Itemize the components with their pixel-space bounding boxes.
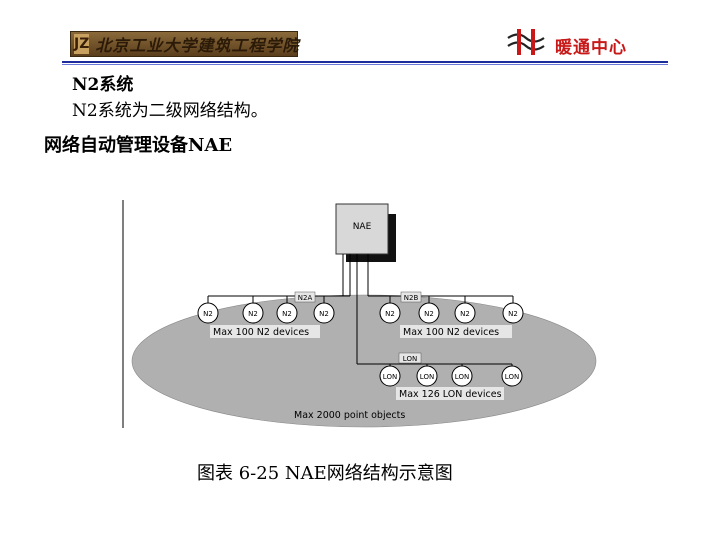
- slide-subtitle: 网络自动管理设备NAE: [44, 135, 233, 156]
- svg-text:N2: N2: [282, 310, 292, 318]
- school-name: 北京工业大学建筑工程学院: [95, 36, 300, 55]
- n2-node-right-1: N2: [379, 302, 401, 324]
- dept-label: 暖通中心: [555, 38, 627, 58]
- nae-network-diagram: NAE N2A N2B LON N2 N2 N2 N2: [122, 200, 597, 428]
- bus-label-n2b: N2B: [404, 294, 419, 302]
- svg-text:LON: LON: [420, 373, 434, 381]
- lon-node-1: LON: [379, 365, 401, 387]
- svg-text:N2: N2: [385, 310, 395, 318]
- n2-node-right-4: N2: [502, 302, 524, 324]
- n2-node-right-2: N2: [418, 302, 440, 324]
- svg-text:LON: LON: [383, 373, 397, 381]
- n2-node-left-4: N2: [313, 302, 335, 324]
- slide-header: JZ 北京工业大学建筑工程学院 暖通中心: [0, 0, 720, 70]
- slide-description: N2系统为二级网络结构。: [72, 101, 268, 121]
- caption-right-n2: Max 100 N2 devices: [403, 327, 499, 338]
- nae-box: [335, 203, 389, 255]
- hvac-center-icon: [507, 29, 545, 55]
- lon-node-4: LON: [501, 365, 523, 387]
- svg-text:N2: N2: [460, 310, 470, 318]
- svg-text:N2: N2: [203, 310, 213, 318]
- n2-node-left-3: N2: [276, 302, 298, 324]
- header-rule-thin: [62, 64, 668, 65]
- svg-text:N2: N2: [248, 310, 258, 318]
- svg-text:LON: LON: [505, 373, 519, 381]
- n2-node-left-1: N2: [197, 302, 219, 324]
- slide-title: N2系统: [72, 75, 134, 95]
- n2-node-right-3: N2: [454, 302, 476, 324]
- school-logo: JZ 北京工业大学建筑工程学院: [70, 31, 298, 57]
- nae-label: NAE: [353, 222, 372, 232]
- caption-left-n2: Max 100 N2 devices: [213, 327, 309, 338]
- bus-label-lon: LON: [403, 355, 417, 363]
- svg-text:LON: LON: [455, 373, 469, 381]
- caption-total: Max 2000 point objects: [294, 410, 405, 421]
- caption-lon: Max 126 LON devices: [399, 389, 502, 400]
- n2-node-left-2: N2: [242, 302, 264, 324]
- school-emblem-icon: JZ: [74, 34, 90, 54]
- nae-network-figure: NAE N2A N2B LON N2 N2 N2 N2: [120, 196, 600, 431]
- bus-label-n2a: N2A: [298, 294, 313, 302]
- lon-node-2: LON: [416, 365, 438, 387]
- header-rule: [62, 61, 668, 63]
- figure-caption: 图表 6-25 NAE网络结构示意图: [197, 463, 453, 484]
- svg-text:N2: N2: [319, 310, 329, 318]
- lon-node-3: LON: [451, 365, 473, 387]
- svg-text:N2: N2: [508, 310, 518, 318]
- svg-text:N2: N2: [424, 310, 434, 318]
